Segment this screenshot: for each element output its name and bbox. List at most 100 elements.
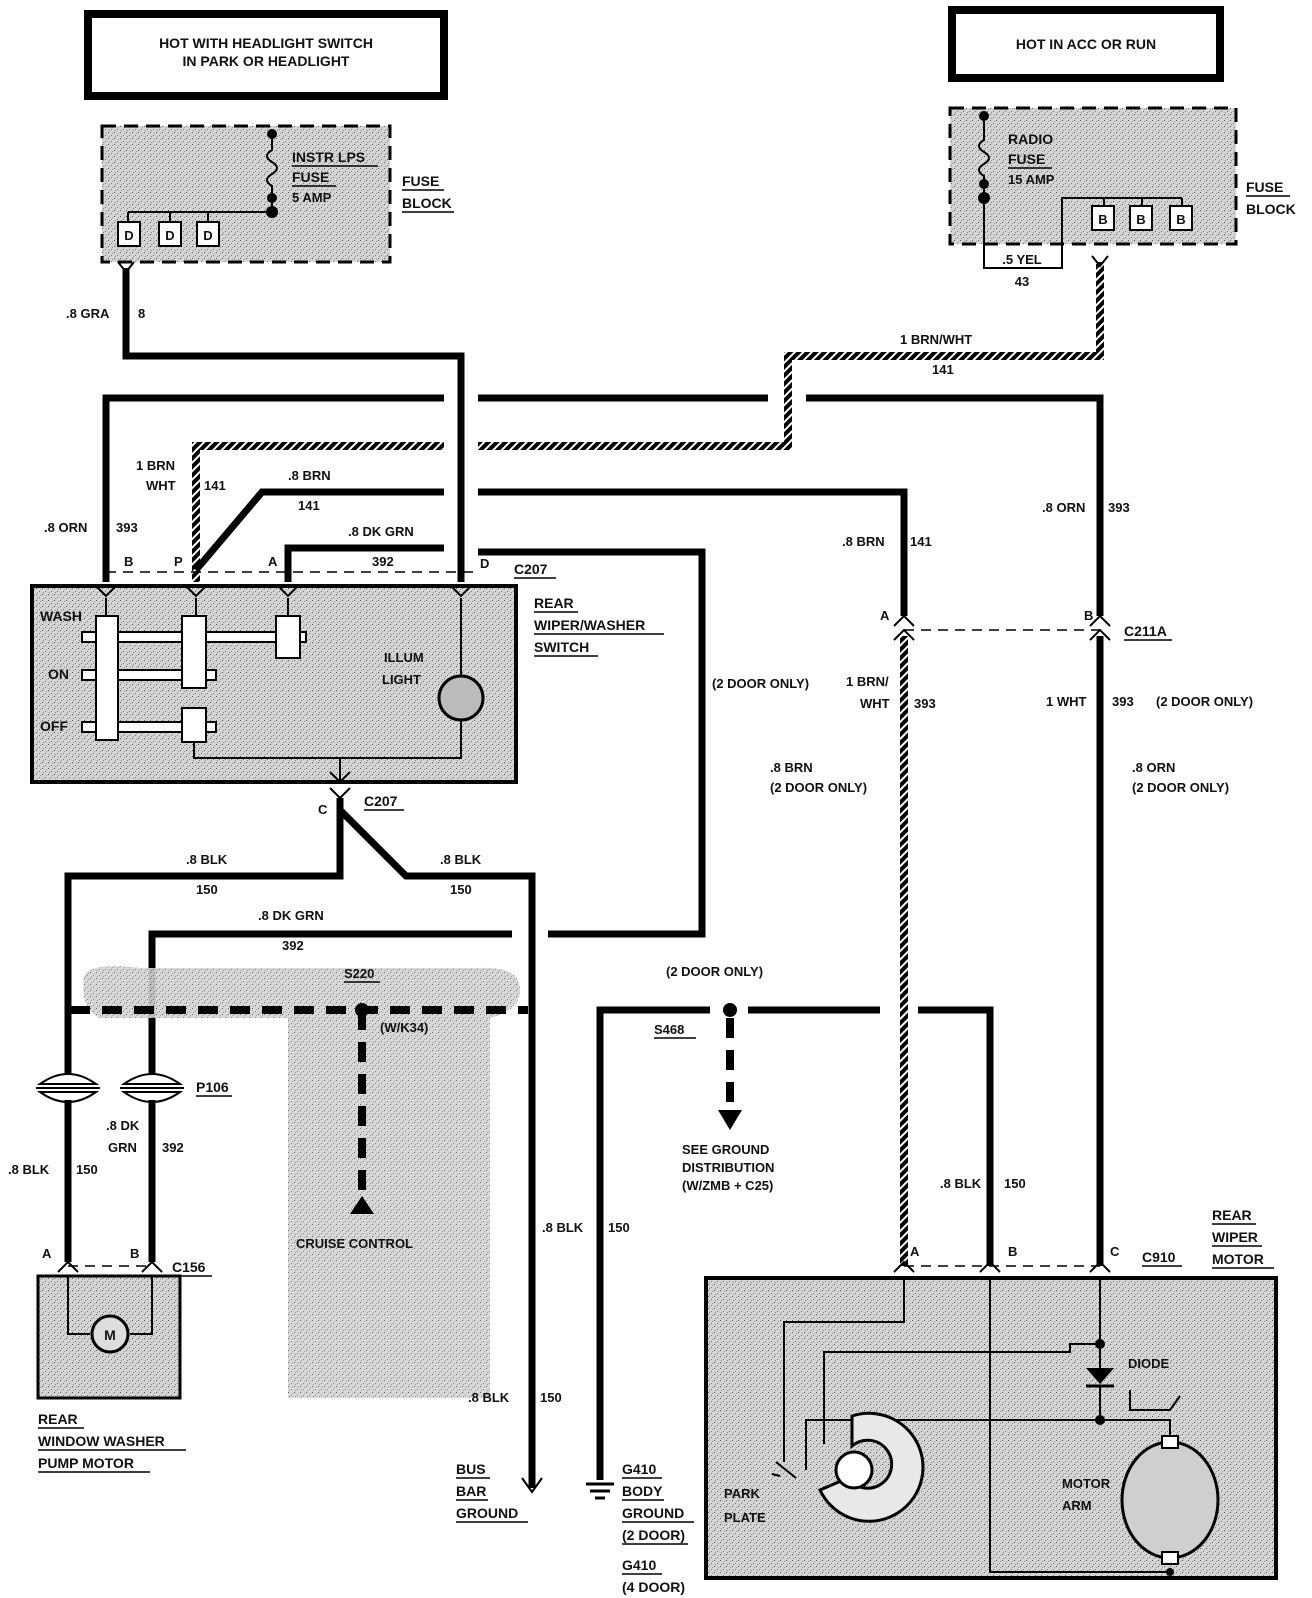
wire-brn-2door-1: .8 BRN xyxy=(770,760,813,775)
g410-a-1: G410 xyxy=(622,1461,656,1477)
c156-label: C156 xyxy=(172,1259,206,1275)
wire-gra-circuit: 8 xyxy=(138,306,145,321)
wire-brn-wht-left-circuit: 141 xyxy=(204,478,226,493)
c910-pin-a: A xyxy=(910,1244,920,1259)
switch-bottom-pin: C xyxy=(318,802,328,817)
wire-blk-motor-label: .8 BLK xyxy=(940,1176,982,1191)
see-ground-3: (W/ZMB + C25) xyxy=(682,1178,773,1193)
wire-orn-2door-2: (2 DOOR ONLY) xyxy=(1132,780,1229,795)
wire-blk-b-circuit: 150 xyxy=(450,882,472,897)
fuse-block-right-name-2: BLOCK xyxy=(1246,201,1296,217)
fuse-right-label-2: FUSE xyxy=(1008,151,1045,167)
header-box-right: HOT IN ACC OR RUN xyxy=(948,6,1224,82)
pump-name-1: REAR xyxy=(38,1411,78,1427)
wire-dkgrn-392-loop xyxy=(478,548,706,938)
pump-name-3: PUMP MOTOR xyxy=(38,1455,134,1471)
switch-pos-off: OFF xyxy=(40,718,68,734)
cruise-control-label: CRUISE CONTROL xyxy=(296,1236,413,1251)
wire-wht-lower-circuit: 393 xyxy=(1112,694,1134,709)
p106-label: P106 xyxy=(196,1079,229,1095)
wire-dkgrn-392-top xyxy=(284,544,444,582)
fuse-left-label-3: 5 AMP xyxy=(292,190,332,205)
fuse-block-left-name-2: BLOCK xyxy=(402,195,452,211)
pump-name-2: WINDOW WASHER xyxy=(38,1433,165,1449)
switch-bottom-connector: C207 xyxy=(364,793,398,809)
c211a-label: C211A xyxy=(1124,623,1167,639)
wiper-motor-name-3: MOTOR xyxy=(1212,1251,1264,1267)
c156-pin-a: A xyxy=(42,1246,52,1261)
wire-dkgrn-mid-label: .8 DK GRN xyxy=(258,908,324,923)
switch-pin-p: P xyxy=(174,554,183,569)
s220-note: (W/K34) xyxy=(380,1020,428,1035)
wire-brn-mid-circuit: 141 xyxy=(298,498,320,513)
wire-blk-a-circuit: 150 xyxy=(196,882,218,897)
pump-motor-symbol: M xyxy=(104,1327,116,1343)
fuse-block-right-name-1: FUSE xyxy=(1246,179,1283,195)
diode-label: DIODE xyxy=(1128,1356,1170,1371)
wire-orn-2door-1: .8 ORN xyxy=(1132,760,1175,775)
c910-label: C910 xyxy=(1142,1249,1176,1265)
rear-wiper-motor: DIODE PARK PLATE MOTOR ARM xyxy=(704,1276,1278,1580)
c910-pin-b: B xyxy=(1008,1244,1017,1259)
switch-name-2: WIPER/WASHER xyxy=(534,617,645,633)
wire-blk-150-motor xyxy=(918,1006,994,1266)
header-left-line2: IN PARK OR HEADLIGHT xyxy=(183,53,350,69)
g410-b-2: (4 DOOR) xyxy=(622,1579,685,1595)
wire-gra-8 xyxy=(122,268,465,582)
wire-dkgrn-mid-circuit: 392 xyxy=(282,938,304,953)
wire-brn-wht-141-left xyxy=(192,442,444,582)
p106-connector xyxy=(36,1073,184,1103)
fuse-right-term-3: B xyxy=(1176,212,1185,227)
wire-orn-393-left xyxy=(102,394,444,582)
ground-symbol-g410 xyxy=(586,1482,614,1500)
wire-blk-low-circuit: 150 xyxy=(76,1162,98,1177)
fuse-right-label-1: RADIO xyxy=(1008,131,1053,147)
yel-wire-circuit: 43 xyxy=(1015,274,1029,289)
wire-brn-mid-label: .8 BRN xyxy=(288,468,331,483)
fuse-left-term-1: D xyxy=(124,228,133,243)
wire-blk-150-g410 xyxy=(596,1006,710,1480)
wire-brn-141-right xyxy=(478,488,908,616)
switch-pin-b: B xyxy=(124,554,133,569)
fuse-block-left-name-1: FUSE xyxy=(402,173,439,189)
fuse-block-left: D D D INSTR LPS FUSE 5 AMP xyxy=(100,124,392,264)
c211a-pin-b: B xyxy=(1084,608,1093,623)
wire-brn-wht-top-label: 1 BRN/WHT xyxy=(900,332,972,347)
wire-brn-141-mid xyxy=(193,488,444,573)
header-left-line1: HOT WITH HEADLIGHT SWITCH xyxy=(159,35,373,51)
wire-brn-2door-2: (2 DOOR ONLY) xyxy=(770,780,867,795)
wire-brn-wht-left-label1: 1 BRN xyxy=(136,458,175,473)
s220-label: S220 xyxy=(344,966,374,981)
wire-wht-lower-label: 1 WHT xyxy=(1046,694,1087,709)
two-door-only-label: (2 DOOR ONLY) xyxy=(712,676,809,691)
switch-pin-a: A xyxy=(268,554,278,569)
fuse-left-label-2: FUSE xyxy=(292,169,329,185)
wire-blk-low-label: .8 BLK xyxy=(8,1162,50,1177)
switch-illum-1: ILLUM xyxy=(384,650,424,665)
switch-connector-c207: C207 xyxy=(514,561,548,577)
s220-region: S220 (W/K34) CRUISE CONTROL xyxy=(70,966,528,1398)
rear-wiper-washer-switch: WASH ON OFF ILLUM LIGHT xyxy=(30,584,518,784)
washer-pump-motor: M xyxy=(36,1274,182,1400)
bus-ground-3: GROUND xyxy=(456,1505,518,1521)
wire-brn-wht-lower-2: WHT xyxy=(860,696,890,711)
fuse-left-term-3: D xyxy=(203,228,212,243)
see-ground-2: DISTRIBUTION xyxy=(682,1160,774,1175)
c211a-pin-a: A xyxy=(880,608,890,623)
bus-ground-1: BUS xyxy=(456,1461,486,1477)
wiper-motor-name-1: REAR xyxy=(1212,1207,1252,1223)
wire-brn-wht-lower-1: 1 BRN/ xyxy=(846,674,889,689)
wire-brn-wht-top-circuit: 141 xyxy=(932,362,954,377)
park-plate-1: PARK xyxy=(724,1486,760,1501)
g410-a-2: BODY xyxy=(622,1483,663,1499)
wire-dkgrn-top-circuit: 392 xyxy=(372,554,394,569)
wire-dkgrn-low-1: .8 DK xyxy=(106,1118,140,1133)
yel-wire-label: .5 YEL xyxy=(1002,252,1042,267)
wire-blk-150-a xyxy=(64,798,344,1076)
wire-brn-right-circuit: 141 xyxy=(910,534,932,549)
switch-pos-wash: WASH xyxy=(40,608,82,624)
wire-brn-wht-141-top xyxy=(478,262,1104,450)
fuse-right-term-1: B xyxy=(1098,212,1107,227)
wiper-motor-name-2: WIPER xyxy=(1212,1229,1258,1245)
bus-ground-2: BAR xyxy=(456,1483,486,1499)
